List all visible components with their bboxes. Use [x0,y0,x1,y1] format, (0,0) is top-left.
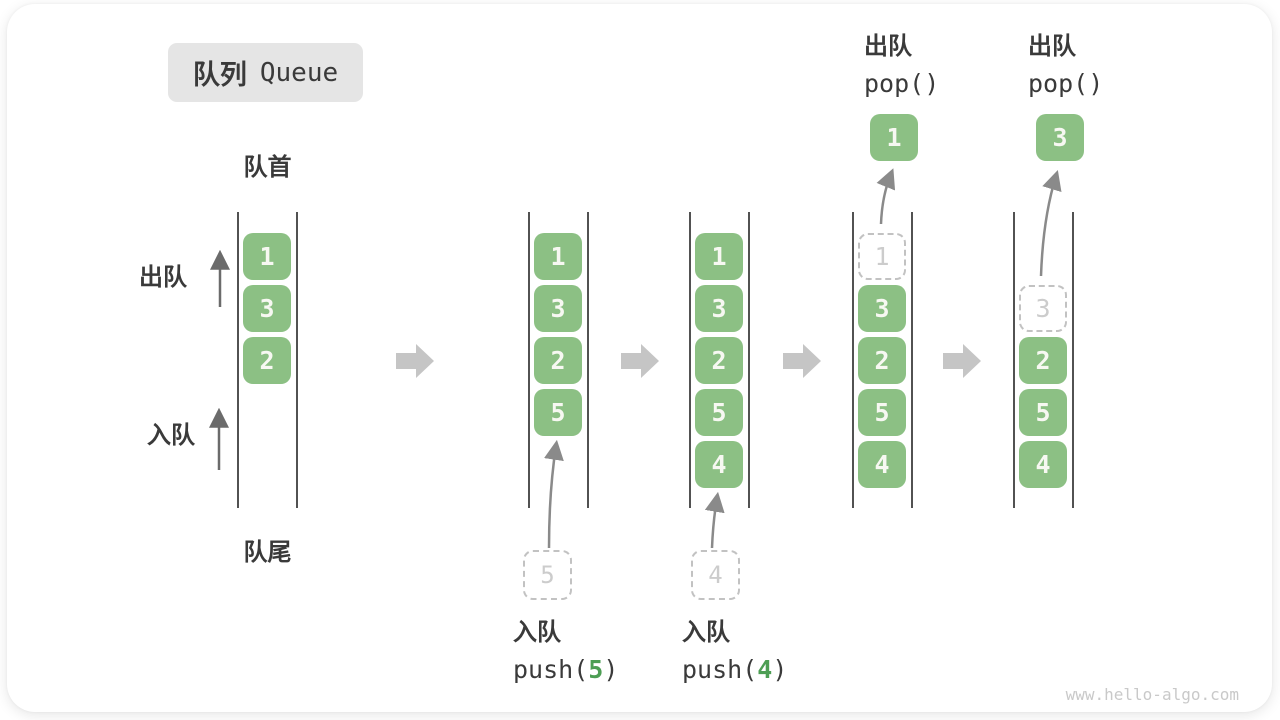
enqueue-side-label: 入队 [147,422,195,449]
pop2-label: 出队 pop() [1028,28,1103,102]
queue-state-1: 1 3 2 [237,212,298,508]
ghost-block: 3 [1019,285,1067,332]
code-text: push( [513,655,589,684]
title-box: 队列 Queue [168,43,363,102]
diagram-card [7,4,1272,712]
queue-block: 2 [243,337,291,384]
rear-label: 队尾 [243,539,292,566]
code-text: ) [603,655,619,684]
push4-label: 入队 push(4) [682,614,787,688]
queue-block: 3 [858,285,906,332]
code-text: push( [682,655,758,684]
queue-block: 4 [1019,441,1067,488]
popped-block: 1 [870,114,918,161]
queue-block: 3 [534,285,582,332]
popped-block: 3 [1036,114,1084,161]
ghost-block: 1 [858,233,906,280]
queue-state-5: 3 2 5 4 [1013,212,1074,508]
pop1-label: 出队 pop() [864,28,939,102]
queue-block: 4 [695,441,743,488]
queue-block: 2 [1019,337,1067,384]
dequeue-action-label: 出队 [864,33,912,60]
queue-state-4: 1 3 2 5 4 [852,212,913,508]
incoming-element-box: 5 [523,550,572,600]
queue-state-3: 1 3 2 5 4 [689,212,750,508]
enqueue-action-label: 入队 [513,619,561,646]
push4-code-label: push(4) [682,651,787,688]
queue-block: 1 [534,233,582,280]
title-en: Queue [259,57,339,88]
queue-block: 3 [695,285,743,332]
queue-block: 1 [243,233,291,280]
pop2-code-label: pop() [1028,69,1104,98]
pop1-code-label: pop() [864,69,940,98]
queue-block: 2 [858,337,906,384]
incoming-element-box: 4 [691,550,740,600]
front-label: 队首 [243,154,292,181]
queue-block: 1 [695,233,743,280]
queue-block: 4 [858,441,906,488]
code-text: ) [772,655,788,684]
dequeue-action-label: 出队 [1028,33,1076,60]
push5-label: 入队 push(5) [513,614,618,688]
code-arg: 5 [588,655,604,684]
queue-block: 2 [695,337,743,384]
code-arg: 4 [757,655,773,684]
dequeue-side-label: 出队 [139,264,187,291]
enqueue-action-label: 入队 [682,619,730,646]
queue-state-2: 1 3 2 5 [528,212,589,508]
queue-block: 5 [1019,389,1067,436]
queue-block: 5 [695,389,743,436]
watermark: www.hello-algo.com [1065,685,1239,704]
queue-block: 5 [858,389,906,436]
queue-block: 3 [243,285,291,332]
queue-block: 2 [534,337,582,384]
push5-code-label: push(5) [513,651,618,688]
queue-block: 5 [534,389,582,436]
title-zh: 队列 [192,60,247,90]
